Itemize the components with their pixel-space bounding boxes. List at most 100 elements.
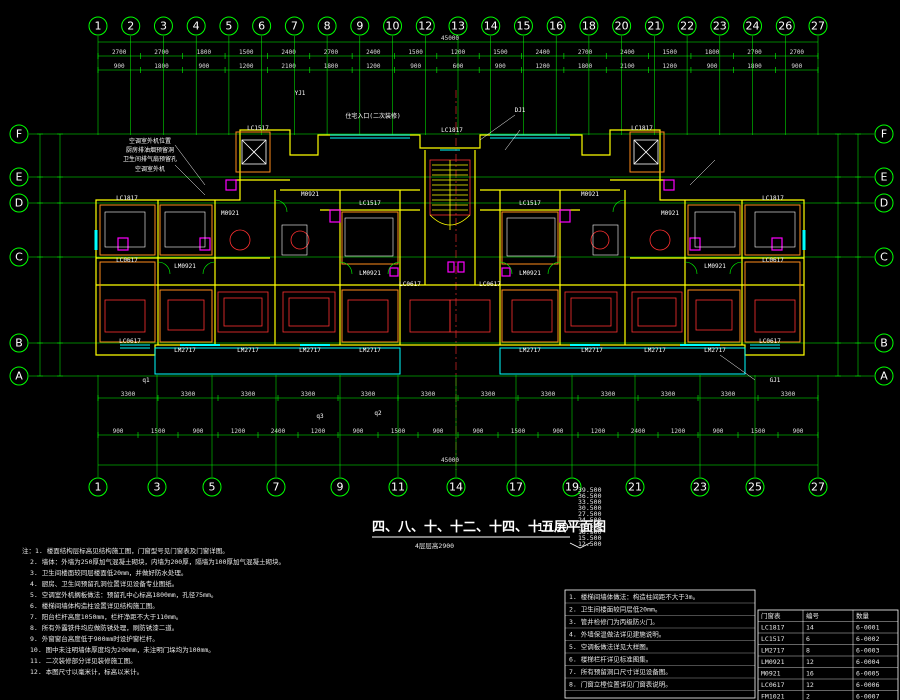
- dimension-value: 3300: [241, 391, 256, 398]
- axis-label: 23: [693, 481, 707, 494]
- axis-bubble-top-9: 9: [350, 16, 370, 135]
- room-tag: LM2717: [174, 347, 196, 354]
- schedule-cell: 6-0006: [856, 681, 880, 689]
- schedule-cell: LC1817: [761, 624, 785, 632]
- room-tag: LM0921: [704, 263, 726, 270]
- schedule-header: 门窗表: [761, 611, 781, 620]
- axis-bubble-top-13: 13: [448, 16, 468, 135]
- room-tag: LM2717: [299, 347, 321, 354]
- axis-bubble-right-A: A: [96, 366, 894, 386]
- elevation-value: 30.500: [578, 504, 602, 512]
- axis-bubble-bottom-14: 14: [446, 375, 466, 497]
- axis-label: 13: [451, 20, 465, 33]
- note-line: 8. 所有外露铁件均应做防锈处理，刷防锈漆二道。: [30, 623, 178, 632]
- axis-label: 20: [615, 20, 629, 33]
- axis-label: 23: [713, 20, 727, 33]
- schedule-cell: M0921: [761, 670, 781, 678]
- schedule-cell: 6-0001: [856, 624, 880, 632]
- schedule-cell: 8: [806, 647, 810, 655]
- dimension-value: 3300: [421, 391, 436, 398]
- schedule-cell: 6-0003: [856, 647, 880, 655]
- dimension-value: 1800: [324, 63, 339, 70]
- room-tag: LC1817: [116, 195, 138, 202]
- axis-label: 12: [418, 20, 432, 33]
- axis-label: 19: [565, 481, 579, 494]
- axis-bubble-top-23: 23: [710, 16, 730, 135]
- axis-label: 18: [582, 20, 596, 33]
- elevation-value: 27.500: [578, 510, 602, 518]
- dimension-value: 3300: [781, 391, 796, 398]
- room-tag: LM2717: [704, 347, 726, 354]
- schedule-note-line: 6. 楼梯栏杆详见标准图集。: [569, 655, 652, 664]
- dimension-value: 2400: [271, 428, 286, 435]
- general-notes: 注：1. 楼面结构层标高见结构施工图，门窗型号见门窗表及门窗详图。2. 墙体：外…: [22, 546, 285, 676]
- axis-label: 7: [273, 481, 280, 494]
- schedule-cell: 6: [806, 635, 810, 643]
- dimension-value: 1200: [239, 63, 254, 70]
- axis-bubble-bottom-9: 9: [330, 375, 350, 497]
- dimension-value: 1800: [705, 49, 720, 56]
- dimension-value: 900: [473, 428, 484, 435]
- dimension-value: 900: [113, 428, 124, 435]
- dimension-value: 1800: [747, 63, 762, 70]
- annotation-text: q1: [142, 377, 150, 384]
- dimension-value: 2100: [281, 63, 296, 70]
- axis-label: 10: [386, 20, 400, 33]
- dimension-value: 3300: [541, 391, 556, 398]
- schedule-note-line: 8. 门窗立樘位置详见门窗表说明。: [569, 680, 672, 689]
- dimension-value: 2700: [747, 49, 762, 56]
- note-line: 5. 空调室外机搁板做法：预留孔中心标高1800mm，孔径75mm。: [30, 590, 217, 599]
- axis-label: 17: [509, 481, 523, 494]
- room-tag: LC0617: [762, 257, 784, 264]
- dimension-value: 1500: [751, 428, 766, 435]
- dimension-value: 1200: [366, 63, 381, 70]
- dimension-value: 900: [793, 428, 804, 435]
- schedule-cell: LM0921: [761, 658, 785, 666]
- axis-label: 21: [628, 481, 642, 494]
- axis-label: 3: [160, 20, 167, 33]
- axis-bubble-top-24: 24: [743, 16, 763, 135]
- room-tags: LC1817 LC1517 LC1517 LC1817 LC1817 LC151…: [116, 125, 784, 354]
- dimension-value: 3300: [301, 391, 316, 398]
- axis-label: 15: [516, 20, 530, 33]
- axis-label: 27: [811, 20, 825, 33]
- dimension-value: 3300: [481, 391, 496, 398]
- elevation-value: 15.500: [578, 534, 602, 542]
- schedule-cell: 6-0002: [856, 635, 880, 643]
- axis-bubble-top-22: 22: [677, 16, 697, 135]
- axis-bubble-bottom-27: 27: [808, 375, 828, 497]
- elevation-value: 18.500: [578, 528, 602, 536]
- dimension-value: 900: [713, 428, 724, 435]
- annotation-text: GJ1: [770, 377, 781, 384]
- room-tag: LC1817: [631, 125, 653, 132]
- room-tag: LM2717: [237, 347, 259, 354]
- axis-bubble-top-20: 20: [612, 16, 632, 135]
- dimension-value: 900: [114, 63, 125, 70]
- axis-bubble-bottom-1: 1: [88, 375, 108, 497]
- overall-dimension: 45000: [441, 35, 459, 42]
- windows-and-balconies: [94, 134, 806, 375]
- elevator-shafts: [241, 139, 659, 165]
- axis-bubble-top-6: 6: [252, 16, 272, 135]
- axis-bubble-top-3: 3: [153, 16, 173, 135]
- axis-label: 25: [748, 481, 762, 494]
- dimension-value: 900: [193, 428, 204, 435]
- axis-label: 1: [95, 481, 102, 494]
- axis-bubble-top-27: 27: [808, 16, 828, 135]
- room-tag: LM0921: [359, 270, 381, 277]
- note-line: 7. 阳台栏杆高度1050mm，栏杆净距不大于110mm。: [30, 612, 182, 621]
- axis-bubble-right-D: D: [96, 193, 894, 213]
- axis-label: 5: [209, 481, 216, 494]
- room-tag: LC1817: [441, 127, 463, 134]
- room-tag: LC0617: [119, 338, 141, 345]
- axis-label: E: [881, 171, 888, 184]
- schedule-cell: 12: [806, 681, 814, 689]
- axis-bubble-top-8: 8: [317, 16, 337, 135]
- annotations: 空调室外机位置 空调室外机 卫生间排气扇预留孔 厨房排油烟预留洞 DJ1 YJ1…: [123, 90, 781, 420]
- axis-label: 27: [811, 481, 825, 494]
- schedule-cell: 16: [806, 670, 814, 678]
- note-line: 10. 图中未注明墙体厚度均为200mm，未注明门垛均为100mm。: [30, 645, 215, 654]
